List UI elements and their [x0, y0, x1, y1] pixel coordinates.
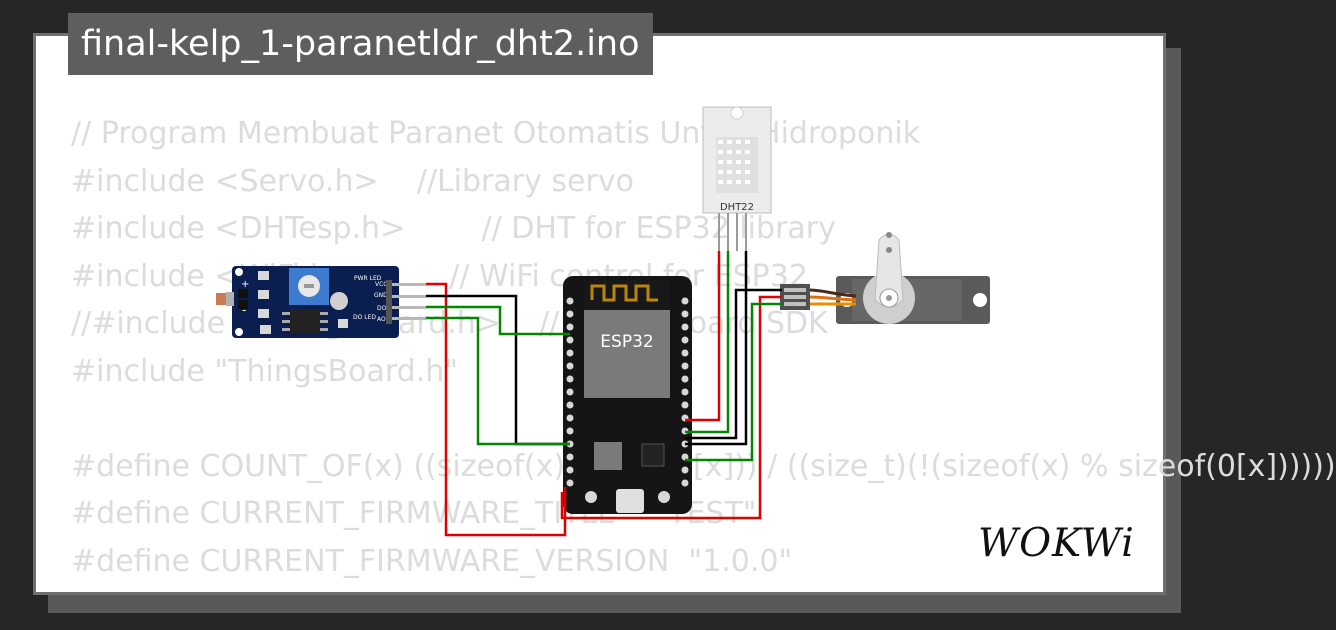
do-led-label: DO LED [353, 314, 376, 321]
wire-dht-gnd [685, 251, 748, 446]
wire-dht-data [685, 251, 730, 434]
wires [426, 251, 782, 537]
pin-label: GND [374, 292, 388, 299]
servo-horn-icon [874, 233, 904, 308]
code-line: #include <DHTesp.h> // DHT for ESP32 lib… [71, 211, 836, 246]
code-line: #include <Servo.h> //Library servo [71, 163, 634, 199]
wire-ldr-do [426, 305, 570, 336]
wire-ldr-vcc [426, 282, 567, 537]
project-title: final-kelp_1-paranetldr_dht2.ino [68, 13, 653, 75]
pin-label: DO [377, 305, 387, 312]
ldr-plus-label: + [241, 279, 249, 290]
wire-ldr-ao [426, 316, 570, 446]
pin-label: AO [377, 316, 386, 323]
ldr-minus-label: - [242, 303, 246, 317]
code-line: #define COUNT_OF(x) ((sizeof(x)/sizeof(0… [71, 448, 1336, 484]
esp32-module [584, 310, 670, 398]
pin-label: VCC [375, 281, 387, 288]
servo-motor [780, 232, 990, 324]
dht22-sensor: DHT22 [702, 106, 772, 251]
wire-servo-gnd [685, 288, 782, 440]
esp32-label: ESP32 [600, 332, 653, 352]
code-line: #include "ThingsBoard.h" [71, 353, 459, 389]
pwr-led-label: PWR LED [354, 275, 382, 282]
wokwi-logo: WOKWi [978, 521, 1135, 566]
usb-port-icon [616, 489, 644, 513]
wire-servo-vcc [560, 295, 782, 520]
wire-servo-signal [685, 302, 782, 462]
esp32-board: ESP32 [563, 276, 692, 514]
led-icon [330, 292, 348, 310]
code-line: #define CURRENT_FIRMWARE_VERSION "1.0.0" [71, 543, 793, 579]
circuit-diagram: + - PWR LED DO LED VCC GND DO AO [216, 106, 990, 537]
wire-dht-vcc [685, 251, 721, 422]
ldr-sensor-module: + - PWR LED DO LED VCC GND DO AO [216, 266, 426, 338]
photoresistor-icon [216, 293, 226, 305]
dht22-label: DHT22 [720, 202, 754, 213]
antenna-icon [590, 284, 658, 302]
